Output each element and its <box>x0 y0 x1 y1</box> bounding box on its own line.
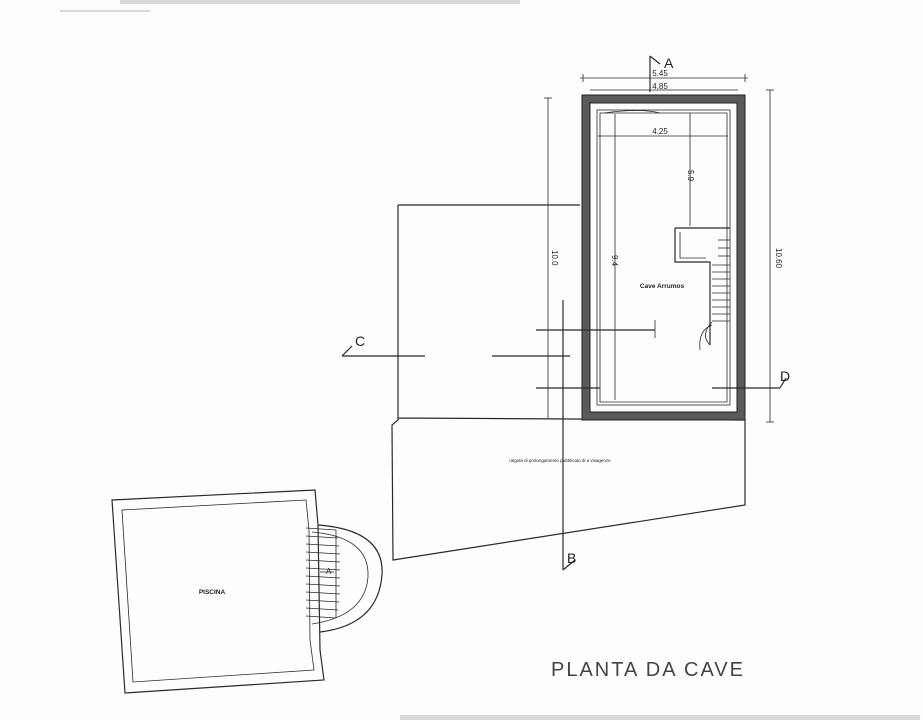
dim-right-height: 10.60 <box>774 248 783 269</box>
section-label-b: B <box>567 550 576 566</box>
section-label-d: D <box>780 368 790 384</box>
dim-outer-width: 5.45 <box>652 69 668 78</box>
dim-inner-upper-height: 5.9 <box>686 170 695 182</box>
dim-left-height: 10.0 <box>550 250 559 266</box>
dimension-lines <box>544 74 774 423</box>
building-walls <box>581 94 746 421</box>
room-label-pool: PISCINA <box>199 589 226 596</box>
stair <box>674 227 730 351</box>
dim-mid-width: 4.85 <box>652 82 668 91</box>
room-label-cellar: Cave Arrumos <box>640 283 685 290</box>
terrain-note: ralgula di prolungamento pubblicato di a… <box>509 458 611 463</box>
section-label-a: A <box>664 55 674 71</box>
pool <box>111 489 383 694</box>
section-label-c: C <box>355 333 365 349</box>
dim-inner-width: 4.25 <box>652 127 668 136</box>
drawing-title: PLANTA DA CAVE <box>551 659 745 681</box>
scan-artifacts <box>60 0 920 720</box>
pool-stair-marker: A <box>326 567 332 576</box>
section-lines <box>341 55 787 571</box>
dim-inner-height: 9.4 <box>610 255 619 267</box>
